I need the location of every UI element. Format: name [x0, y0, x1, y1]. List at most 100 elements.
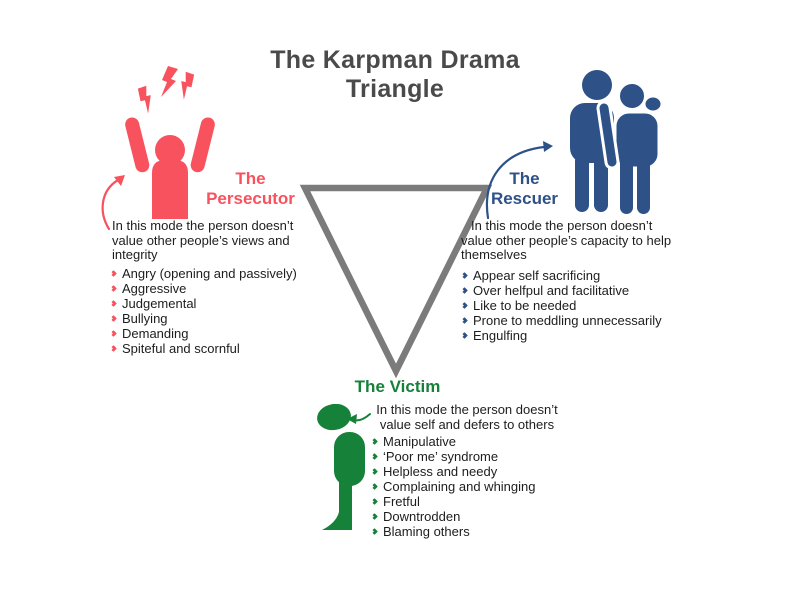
persecutor-label: The Persecutor — [193, 169, 308, 209]
lightning-bolt-icon — [181, 71, 195, 100]
victim-head — [317, 404, 351, 431]
rescuer-label-line2: Rescuer — [490, 189, 559, 208]
chevron-right-icon — [460, 271, 469, 280]
person-torso — [152, 160, 188, 219]
trait-item: Demanding — [109, 326, 297, 341]
trait-item: Angry (opening and passively) — [109, 266, 297, 281]
person-arm-left — [125, 117, 150, 173]
rescuer-label-line1: The — [509, 169, 540, 188]
chevron-right-icon — [370, 467, 379, 476]
chevron-right-icon — [370, 527, 379, 536]
chevron-right-icon — [370, 512, 379, 521]
trait-text: Fretful — [383, 494, 420, 509]
trait-item: Complaining and whinging — [370, 479, 536, 494]
victim-icon — [317, 404, 365, 530]
arrow-shaft — [101, 178, 120, 231]
rescuer-right-leg — [620, 156, 633, 214]
persecutor-label-line2: Persecutor — [206, 189, 295, 208]
victim-label: The Victim — [354, 377, 441, 396]
victim-foot — [322, 512, 352, 530]
rescuer-curved-arrow-icon — [485, 141, 553, 220]
trait-text: Angry (opening and passively) — [122, 266, 297, 281]
trait-text: Complaining and whinging — [383, 479, 536, 494]
persecutor-curved-arrow-icon — [101, 175, 125, 231]
rescuer-arm — [599, 103, 617, 167]
persecutor-icon — [125, 66, 215, 219]
persecutor-traits-list: Angry (opening and passively) Aggressive… — [109, 266, 297, 356]
trait-text: ‘Poor me’ syndrome — [383, 449, 499, 464]
trait-item: Aggressive — [109, 281, 297, 296]
trait-text: Spiteful and scornful — [122, 341, 240, 356]
rescuer-traits-list: Appear self sacrificing Over helfpul and… — [460, 268, 662, 343]
chevron-right-icon — [109, 344, 118, 353]
rescuer-icon — [570, 70, 664, 214]
diagram-title-line2: Triangle — [345, 75, 445, 103]
diagram-title: The Karpman Drama Triangle — [215, 46, 575, 104]
trait-text: Like to be needed — [473, 298, 577, 313]
chevron-right-icon — [109, 314, 118, 323]
diagram-title-line1: The Karpman Drama — [270, 46, 520, 74]
victim-traits-list: Manipulative ‘Poor me’ syndrome Helpless… — [370, 434, 536, 539]
chevron-right-icon — [460, 286, 469, 295]
trait-text: Engulfing — [473, 328, 528, 343]
chevron-right-icon — [370, 497, 379, 506]
trait-item: Prone to meddling unnecessarily — [460, 313, 662, 328]
trait-item: Spiteful and scornful — [109, 341, 297, 356]
chevron-right-icon — [109, 269, 118, 278]
person-head — [155, 135, 185, 165]
trait-item: Engulfing — [460, 328, 662, 343]
chevron-right-icon — [460, 301, 469, 310]
trait-text: Prone to meddling unnecessarily — [473, 313, 662, 328]
trait-item: Blaming others — [370, 524, 536, 539]
trait-item: Bullying — [109, 311, 297, 326]
trait-text: Blaming others — [383, 524, 470, 539]
rescuer-hand — [642, 94, 664, 114]
triangle-shape — [299, 184, 493, 378]
trait-text: Demanding — [122, 326, 189, 341]
rescuer-right-leg — [637, 156, 650, 214]
trait-item: Over helfpul and facilitative — [460, 283, 662, 298]
trait-text: Manipulative — [383, 434, 456, 449]
trait-text: Appear self sacrificing — [473, 268, 601, 283]
arrow-head — [114, 175, 125, 186]
arrow-shaft — [485, 145, 546, 220]
rescuer-left-leg — [575, 154, 589, 212]
victim-torso — [334, 432, 365, 486]
chevron-right-icon — [460, 331, 469, 340]
persecutor-label-line1: The — [235, 169, 266, 188]
trait-text: Helpless and needy — [383, 464, 498, 479]
chevron-right-icon — [370, 482, 379, 491]
trait-text: Aggressive — [122, 281, 187, 296]
trait-item: Judgemental — [109, 296, 297, 311]
person-arm-right — [190, 117, 215, 173]
trait-text: Bullying — [122, 311, 168, 326]
lightning-bolt-icon — [137, 85, 151, 114]
chevron-right-icon — [460, 316, 469, 325]
chevron-right-icon — [370, 437, 379, 446]
persecutor-description: In this mode the person doesn’t value ot… — [112, 218, 294, 263]
trait-item: Downtrodden — [370, 509, 536, 524]
victim-description: In this mode the person doesn’t value se… — [376, 402, 558, 432]
rescuer-label: The Rescuer — [477, 169, 572, 209]
rescuer-right-head — [617, 81, 647, 111]
trait-item: Manipulative — [370, 434, 536, 449]
victim-left-arrow-icon — [347, 413, 371, 424]
trait-text: Over helfpul and facilitative — [473, 283, 630, 298]
arrow-head — [543, 141, 553, 152]
rescuer-left-leg — [594, 154, 608, 212]
rescuer-left-head — [582, 70, 612, 100]
chevron-right-icon — [109, 299, 118, 308]
chevron-right-icon — [370, 452, 379, 461]
trait-item: Helpless and needy — [370, 464, 536, 479]
triangle-outline — [299, 184, 493, 378]
victim-leg — [339, 476, 352, 522]
rescuer-description: In this mode the person doesn’t value ot… — [461, 218, 672, 263]
trait-text: Judgemental — [122, 296, 197, 311]
chevron-right-icon — [109, 284, 118, 293]
lightning-bolt-icon — [161, 66, 178, 97]
trait-item: ‘Poor me’ syndrome — [370, 449, 536, 464]
trait-item: Appear self sacrificing — [460, 268, 662, 283]
trait-text: Downtrodden — [383, 509, 461, 524]
arrow-head — [347, 414, 357, 424]
